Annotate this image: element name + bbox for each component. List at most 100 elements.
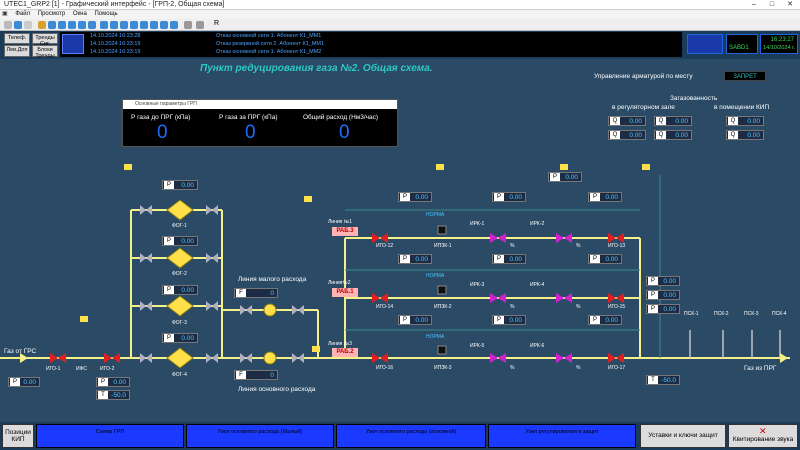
sig-bloki-button[interactable]: Сиг. Блоки Тренды [32, 41, 58, 59]
t-inlet[interactable]: T-50.0 [96, 390, 130, 400]
forward-arrow-icon[interactable] [196, 21, 204, 29]
menu-file[interactable]: Файл [15, 11, 31, 17]
line2-label: Линия№2 [328, 280, 351, 286]
open-icon[interactable] [38, 21, 46, 29]
menu-view[interactable]: Просмотр [37, 11, 66, 17]
select-icon[interactable] [24, 21, 32, 29]
pozicii-kip-button[interactable]: Позиции КИП [2, 424, 34, 448]
zoom-in-icon[interactable] [48, 21, 56, 29]
maximize-icon[interactable]: □ [769, 1, 775, 8]
popup-header-p-out: Р газа за ПРГ (кПа) [219, 114, 278, 121]
nav-main-flow-button[interactable]: Узел основного расхода (основной) [336, 424, 486, 448]
layers-icon[interactable] [110, 21, 118, 29]
psk4-label: ПСК-4 [772, 311, 787, 317]
flag-icon [436, 164, 444, 170]
close-icon[interactable]: ✕ [787, 1, 793, 8]
print-icon[interactable] [120, 21, 128, 29]
alarm-list[interactable]: 14.10.2024 16:23:28 Отказ основной сети … [60, 32, 682, 57]
filter-fog2 [166, 247, 194, 269]
filter-fog1 [166, 199, 194, 221]
zoom-out-icon[interactable] [58, 21, 66, 29]
ipzk3-label: ИПЗК-3 [434, 365, 452, 371]
telef-button[interactable]: Телеф. [4, 33, 30, 44]
zoom-area-icon[interactable] [78, 21, 86, 29]
nav-small-flow-button[interactable]: Узел основного расхода (Малый) [186, 424, 334, 448]
valve-igo2 [104, 353, 112, 363]
lev-dop-button[interactable]: Лев.Доп [4, 45, 30, 57]
irk2-pct: % [576, 243, 581, 249]
settings-icon[interactable] [170, 21, 178, 29]
t-outlet[interactable]: T-50.0 [646, 375, 680, 385]
regulator-irk4 [556, 293, 564, 303]
irk4-pct: % [576, 304, 581, 310]
popup-title[interactable]: Основные параметры ГРП [123, 100, 397, 109]
ustavki-button[interactable]: Уставки и ключи защит [640, 424, 726, 448]
ifs-label: ИФС [76, 366, 88, 372]
flag-icon [124, 164, 132, 170]
window-icon[interactable] [140, 21, 148, 29]
trends-button[interactable]: Тренды [32, 33, 58, 44]
zoom-reset-icon[interactable] [88, 21, 96, 29]
igo1-label: ИГО-1 [46, 366, 61, 372]
kvit-sound-button[interactable]: ✕ Квитирование звука [728, 424, 798, 448]
screen-icon[interactable] [130, 21, 138, 29]
shutoff-ipzk2 [437, 285, 447, 295]
back-arrow-icon[interactable] [184, 21, 192, 29]
main-params-window[interactable]: Основные параметры ГРП Р газа до ПРГ (кП… [122, 99, 398, 147]
line3-status: РАБ.2 [332, 348, 358, 357]
menu-help[interactable]: Помощь [94, 11, 118, 17]
tile-icon[interactable] [150, 21, 158, 29]
flag-icon [80, 316, 88, 322]
zoom-fit-icon[interactable] [68, 21, 76, 29]
popup-p-out-value: 0 [245, 122, 256, 143]
menu-windows[interactable]: Окна [72, 11, 87, 17]
ipzk1-label: ИПЗК-1 [434, 243, 452, 249]
local-control-label: Управление арматурой по месту [594, 73, 693, 80]
refresh-button[interactable]: R [214, 20, 220, 27]
alarm-ack-button[interactable] [62, 34, 84, 54]
psk2-label: ПСК-2 [714, 311, 729, 317]
cascade-icon[interactable] [160, 21, 168, 29]
refresh-icon[interactable] [14, 21, 22, 29]
window-titlebar: UTEC1_GRP2 [1] - Графический интерфейс -… [0, 0, 800, 10]
grid-icon[interactable] [100, 21, 108, 29]
regulator-irk2 [556, 233, 564, 243]
system-status-button[interactable] [687, 34, 723, 54]
irk3-pct: % [510, 304, 515, 310]
nav-scheme-button[interactable]: Схема ГРП [36, 424, 184, 448]
minimize-icon[interactable]: – [752, 1, 756, 8]
cursor-icon[interactable] [4, 21, 12, 29]
menu-bar: ▣ Файл Просмотр Окна Помощь [0, 10, 800, 19]
irk1-label: ИРК-1 [470, 221, 485, 227]
line-main-label: Линия основного расхода [238, 386, 316, 393]
regulator-irk5 [490, 353, 498, 363]
nav-regulation-button[interactable]: Узел регулирования и защит [488, 424, 636, 448]
